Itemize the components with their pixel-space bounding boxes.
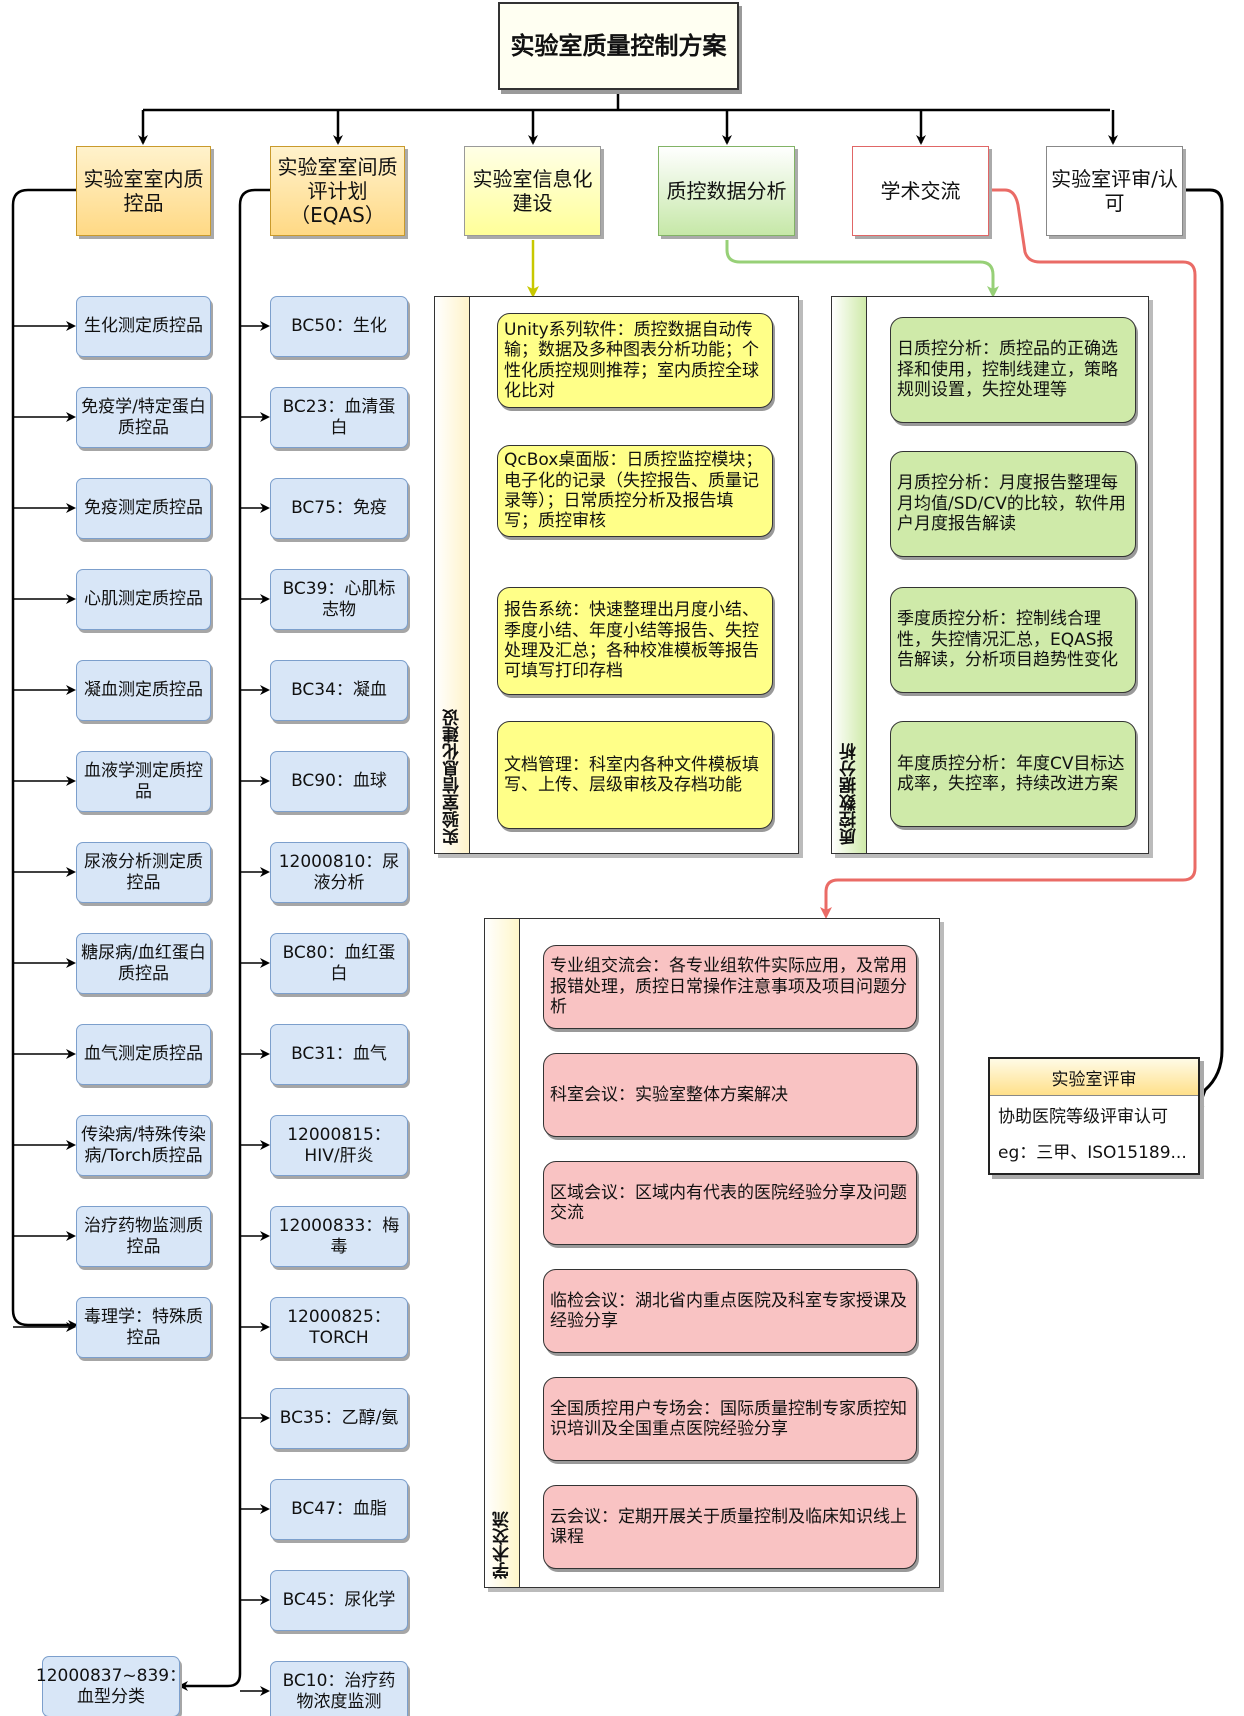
category-academic: 学术交流 <box>852 146 989 236</box>
review-box: 实验室评审 协助医院等级评审认可 eg：三甲、ISO15189... <box>988 1057 1200 1175</box>
eqas-item: 12000833：梅毒 <box>270 1206 408 1267</box>
eqas-extra-node: 12000837~839：血型分类 <box>36 1656 186 1716</box>
analysis-card: 季度质控分析：控制线合理性，失控情况汇总，EQAS报告解读，分析项目趋势性变化 <box>890 587 1136 693</box>
iqc-item: 血气测定质控品 <box>76 1024 211 1085</box>
eqas-item: BC39：心肌标志物 <box>270 569 408 630</box>
iqc-item: 心肌测定质控品 <box>76 569 211 630</box>
eqas-item: BC90：血球 <box>270 751 408 812</box>
iqc-item: 糖尿病/血红蛋白质控品 <box>76 933 211 994</box>
review-box-line: eg：三甲、ISO15189... <box>998 1142 1187 1163</box>
academic-panel: 学术交流 专业组交流会：各专业组软件实际应用，及常用报错处理，质控日常操作注意事… <box>484 918 940 1588</box>
eqas-item: BC34：凝血 <box>270 660 408 721</box>
academic-card: 科室会议：实验室整体方案解决 <box>543 1053 917 1137</box>
eqas-item: BC45：尿化学 <box>270 1570 408 1631</box>
academic-card: 专业组交流会：各专业组软件实际应用，及常用报错处理，质控日常操作注意事项及项目问… <box>543 945 917 1029</box>
category-analysis: 质控数据分析 <box>658 146 795 236</box>
academic-card: 区域会议：区域内有代表的医院经验分享及问题交流 <box>543 1161 917 1245</box>
info-panel-band <box>435 297 470 853</box>
iqc-item: 血液学测定质控品 <box>76 751 211 812</box>
eqas-item: BC80：血红蛋白 <box>270 933 408 994</box>
iqc-item: 免疫测定质控品 <box>76 478 211 539</box>
category-eqas: 实验室室间质评计划（EQAS） <box>270 146 405 236</box>
iqc-item: 治疗药物监测质控品 <box>76 1206 211 1267</box>
info-card: 报告系统：快速整理出月度小结、季度小结、年度小结等报告、失控处理及汇总；各种校准… <box>497 587 773 695</box>
eqas-item: 12000825：TORCH <box>270 1297 408 1358</box>
analysis-panel-band <box>832 297 867 853</box>
category-iqc: 实验室室内质控品 <box>76 146 211 236</box>
academic-card: 临检会议：湖北省内重点医院及科室专家授课及经验分享 <box>543 1269 917 1353</box>
academic-card: 云会议：定期开展关于质量控制及临床知识线上课程 <box>543 1485 917 1569</box>
info-card: QcBox桌面版：日质控监控模块；电子化的记录（失控报告、质量记录等）；日常质控… <box>497 445 773 537</box>
iqc-item: 毒理学：特殊质控品 <box>76 1297 211 1358</box>
review-box-title: 实验室评审 <box>990 1059 1198 1096</box>
analysis-card: 月质控分析：月度报告整理每月均值/SD/CV的比较，软件用户月度报告解读 <box>890 451 1136 557</box>
eqas-item: BC23：血清蛋白 <box>270 387 408 448</box>
eqas-item: 12000815：HIV/肝炎 <box>270 1115 408 1176</box>
academic-card: 全国质控用户专场会：国际质量控制专家质控知识培训及全国重点医院经验分享 <box>543 1377 917 1461</box>
eqas-item: BC47：血脂 <box>270 1479 408 1540</box>
info-card: Unity系列软件：质控数据自动传输；数据及多种图表分析功能；个性化质控规则推荐… <box>497 313 773 408</box>
info-panel: 实验室信息化建设 Unity系列软件：质控数据自动传输；数据及多种图表分析功能；… <box>434 296 799 854</box>
eqas-item: BC50：生化 <box>270 296 408 357</box>
analysis-card: 日质控分析：质控品的正确选择和使用，控制线建立，策略规则设置，失控处理等 <box>890 317 1136 423</box>
iqc-item: 凝血测定质控品 <box>76 660 211 721</box>
info-panel-title: 实验室信息化建设 <box>442 709 463 845</box>
eqas-item: BC10：治疗药物浓度监测 <box>270 1661 408 1716</box>
root-title: 实验室质量控制方案 <box>498 2 739 90</box>
academic-panel-title: 学术交流 <box>492 1511 513 1579</box>
iqc-item: 尿液分析测定质控品 <box>76 842 211 903</box>
iqc-item: 生化测定质控品 <box>76 296 211 357</box>
iqc-item: 传染病/特殊传染病/Torch质控品 <box>76 1115 211 1176</box>
analysis-card: 年度质控分析：年度CV目标达成率，失控率，持续改进方案 <box>890 721 1136 827</box>
eqas-item: BC31：血气 <box>270 1024 408 1085</box>
info-card: 文档管理：科室内各种文件模板填写、上传、层级审核及存档功能 <box>497 721 773 829</box>
category-review: 实验室评审/认可 <box>1046 146 1183 236</box>
eqas-item: 12000810：尿液分析 <box>270 842 408 903</box>
review-box-line: 协助医院等级评审认可 <box>998 1106 1168 1127</box>
iqc-item: 免疫学/特定蛋白质控品 <box>76 387 211 448</box>
academic-panel-band <box>485 919 520 1587</box>
category-info: 实验室信息化建设 <box>464 146 601 236</box>
eqas-item: BC75：免疫 <box>270 478 408 539</box>
analysis-panel-title: 质控数据分析 <box>839 743 860 845</box>
eqas-item: BC35：乙醇/氨 <box>270 1388 408 1449</box>
analysis-panel: 质控数据分析 日质控分析：质控品的正确选择和使用，控制线建立，策略规则设置，失控… <box>831 296 1149 854</box>
